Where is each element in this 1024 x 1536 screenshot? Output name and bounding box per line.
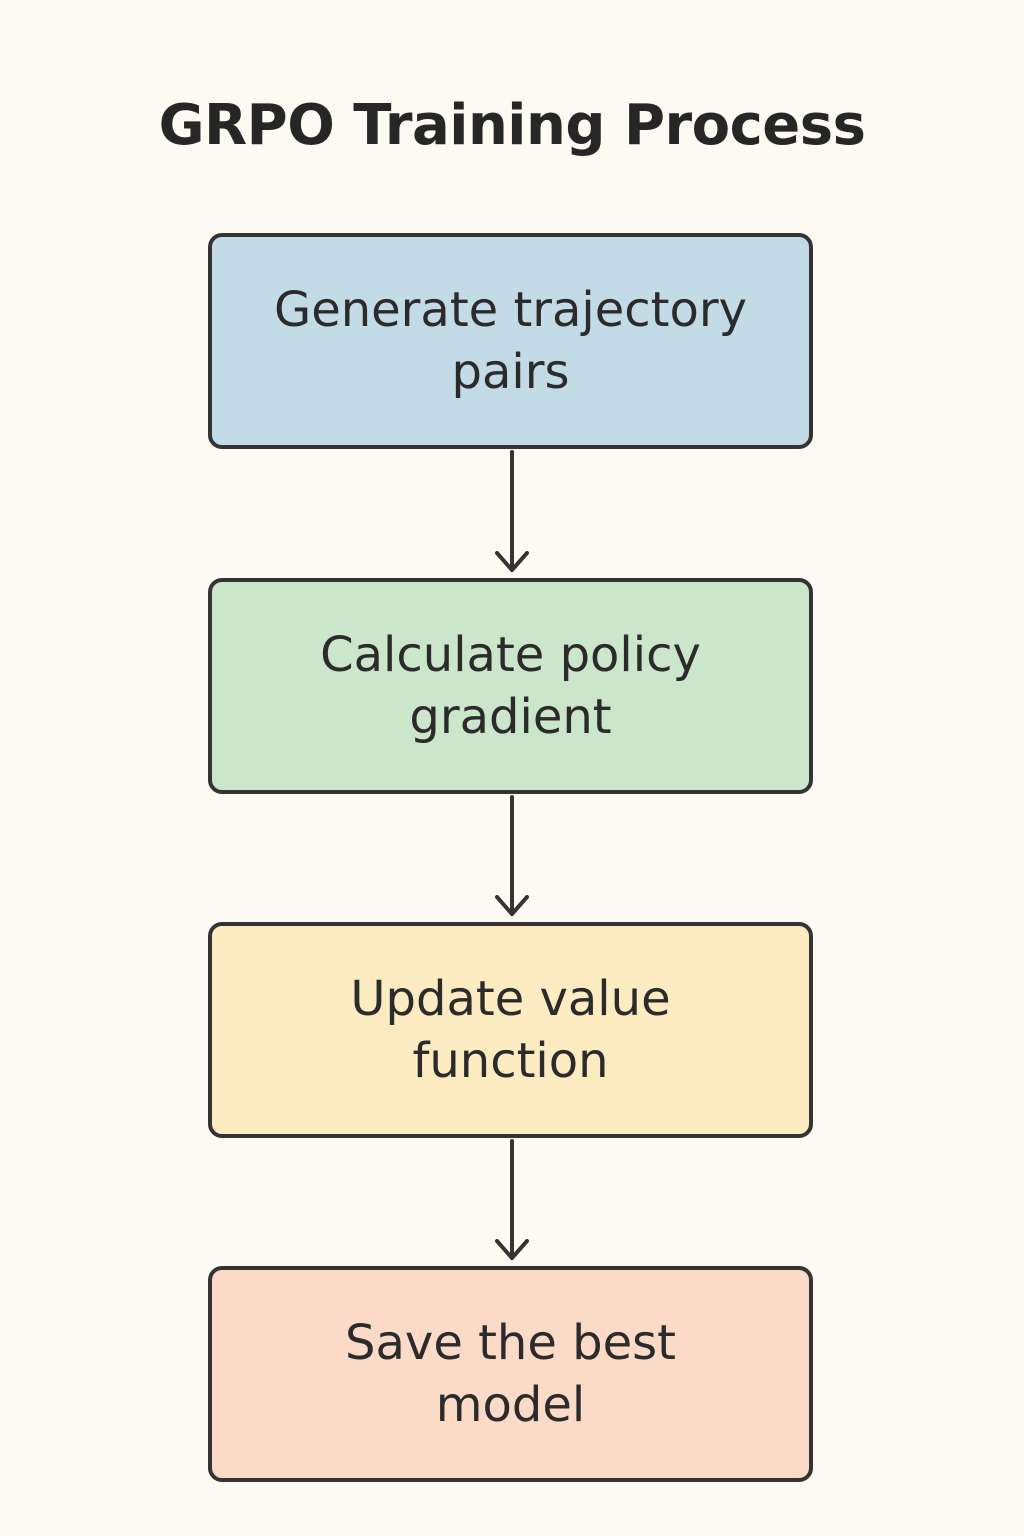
- step-calculate-policy-gradient: Calculate policy gradient: [208, 578, 813, 794]
- arrowhead-icon: [495, 895, 529, 916]
- diagram-title: GRPO Training Process: [158, 93, 866, 158]
- step-generate-trajectory-pairs: Generate trajectory pairs: [208, 233, 813, 449]
- arrow-step3-to-step4: [495, 1139, 529, 1260]
- arrow-step2-to-step3: [495, 795, 529, 916]
- arrowhead-icon: [495, 1239, 529, 1260]
- step-label: Save the best model: [345, 1315, 676, 1433]
- step-update-value-function: Update value function: [208, 922, 813, 1138]
- step-label: Update value function: [350, 971, 671, 1089]
- step-save-best-model: Save the best model: [208, 1266, 813, 1482]
- step-label: Calculate policy gradient: [320, 627, 701, 745]
- arrow-step1-to-step2: [495, 450, 529, 572]
- arrowhead-icon: [495, 551, 529, 572]
- step-label: Generate trajectory pairs: [274, 282, 747, 400]
